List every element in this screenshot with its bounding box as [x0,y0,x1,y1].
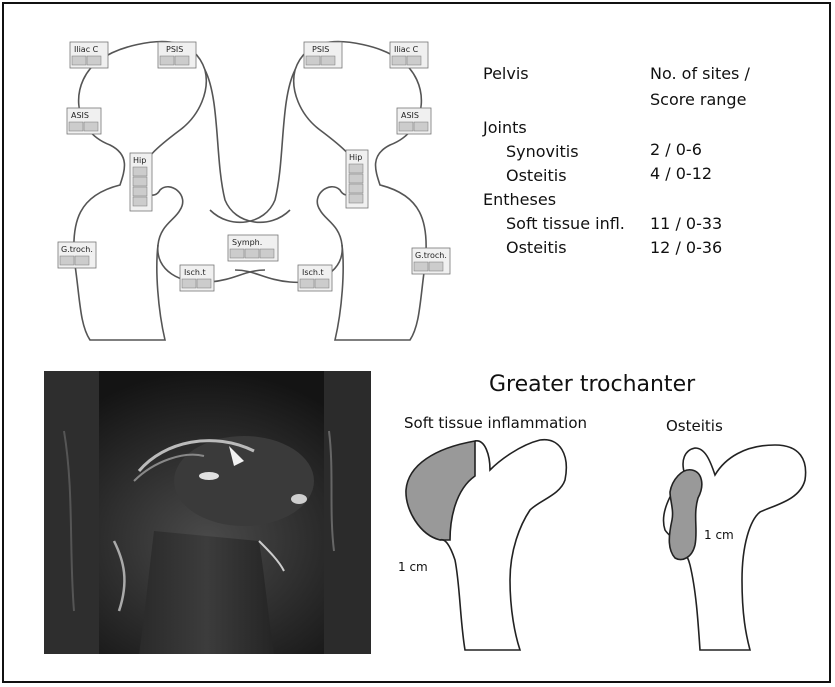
table-osteitis-enth-value: 12 / 0-36 [650,238,722,257]
mri-image [44,371,371,654]
table-entheses-label: Entheses [483,190,556,209]
table-soft-tissue-value: 11 / 0-33 [650,214,722,233]
trochanter-title: Greater trochanter [489,372,695,397]
osteitis-shading [669,470,702,560]
table-joints-label: Joints [483,118,527,137]
femur-osteitis [664,445,806,650]
soft-tissue-shading [406,441,475,540]
femur-diagrams [380,420,820,660]
table-col2-header-line1: No. of sites / [650,64,750,83]
table-osteitis-enth-label: Osteitis [506,238,567,257]
table-col1-header: Pelvis [483,64,529,83]
mri-image-graphic [44,371,371,654]
table-synovitis-value: 2 / 0-6 [650,140,702,159]
score-table: Pelvis No. of sites / Score range Joints… [0,0,835,300]
measure-left-label: 1 cm [398,560,428,574]
table-synovitis-label: Synovitis [506,142,579,161]
table-soft-tissue-label: Soft tissue infl. [506,214,625,233]
table-col2-header-line2: Score range [650,90,746,109]
table-osteitis-joint-value: 4 / 0-12 [650,164,712,183]
measure-right-label: 1 cm [704,528,734,542]
femur-soft-tissue [406,440,566,650]
table-osteitis-joint-label: Osteitis [506,166,567,185]
